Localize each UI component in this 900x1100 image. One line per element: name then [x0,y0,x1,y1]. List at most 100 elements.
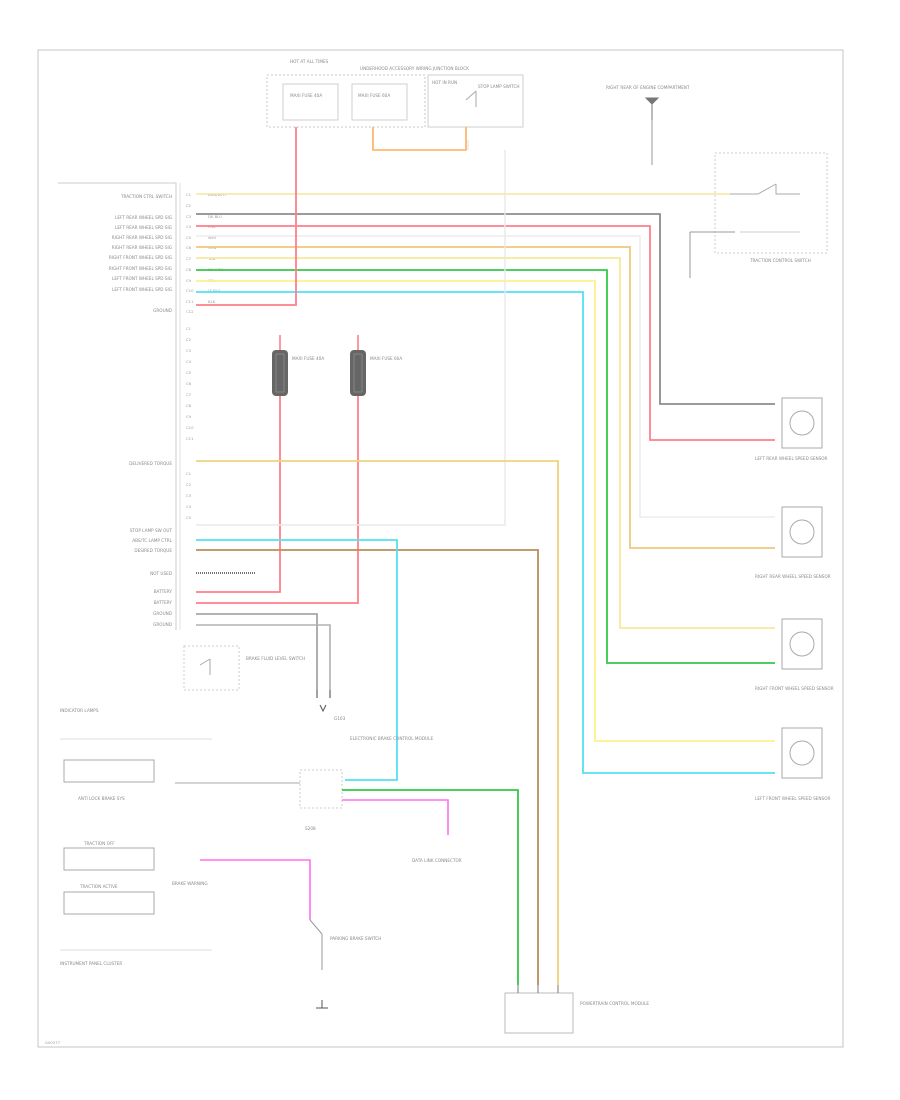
label-not-used: NOT USED [150,571,172,576]
svg-text:C2: C2 [186,482,192,487]
ground-ref-label: RIGHT REAR OF ENGINE COMPARTMENT [606,85,690,90]
pin-label-6: RIGHT FRONT WHEEL SPD SIG [109,255,172,260]
svg-text:BLK: BLK [208,299,216,304]
svg-text:S208: S208 [305,826,316,831]
svg-text:DK BLU: DK BLU [208,214,222,219]
pin-label-3: LEFT REAR WHEEL SPD SIG [115,225,172,230]
svg-text:PARKING BRAKE SWITCH: PARKING BRAKE SWITCH [330,936,381,941]
parking-brake-switch: PARKING BRAKE SWITCH [309,919,381,1009]
brake-fluid-switch: BRAKE FLUID LEVEL SWITCH [183,645,305,691]
svg-text:C10: C10 [186,288,194,293]
pin-label-8: LEFT FRONT WHEEL SPD SIG [112,276,172,281]
svg-text:LEFT REAR WHEEL SPEED SENSOR: LEFT REAR WHEEL SPEED SENSOR [755,456,828,461]
svg-text:BRAKE FLUID LEVEL SWITCH: BRAKE FLUID LEVEL SWITCH [246,656,305,661]
wire-codes-upper: BRN/WHT DK BLU PNK WHT ORN TAN DK GRN YE… [207,192,227,304]
fuse-60a-label: MAXI FUSE 60A [358,93,390,98]
svg-text:LEFT FRONT WHEEL SPEED SENSOR: LEFT FRONT WHEEL SPEED SENSOR [755,796,831,801]
pin-label-1: TRACTION CTRL SWITCH [120,194,172,199]
data-link-label: DATA LINK CONNECTOR [412,858,462,863]
svg-text:C1: C1 [186,471,192,476]
label-ground-2: GROUND [153,622,172,627]
stop-lamp-switch-label: STOP LAMP SWITCH [478,84,520,89]
wire-lr-pink [196,225,775,441]
svg-text:C10: C10 [186,425,194,430]
underhood-fuse-box: MAXI FUSE 40A MAXI FUSE 60A HOT AT ALL T… [266,59,469,128]
wire-desired-torque [196,549,539,985]
ebcm-connector [58,182,181,630]
diagram-frame [37,49,844,1048]
svg-text:WHT: WHT [208,235,218,240]
wire-battery-pink-main [196,127,297,306]
sensor-left-rear: LEFT REAR WHEEL SPEED SENSOR [755,397,828,461]
svg-text:C1: C1 [186,326,192,331]
wire-lf-yellow [196,280,775,742]
wire-rr-tan [196,246,775,549]
label-stop-lamp-out: STOP LAMP SW OUT [130,528,173,533]
pcm-block: POWERTRAIN CONTROL MODULE [504,985,649,1034]
pin-label-2: LEFT REAR WHEEL SPD SIG [115,215,172,220]
svg-text:C11: C11 [186,436,194,441]
ground-g103: G103 [316,690,346,721]
wire-magenta [342,799,449,835]
label-abs-lamp: ABS/TC LAMP CTRL [132,538,172,543]
figure-id: G00377 [45,1040,61,1045]
wire-delivered-torque [196,460,559,985]
svg-text:C9: C9 [186,278,192,283]
ebcm-lower-labels: DELIVERED TORQUE STOP LAMP SW OUT ABS/TC… [129,461,173,627]
wire-ground-2 [196,624,331,690]
svg-text:C4: C4 [186,359,192,364]
wire-orange-top [372,127,467,151]
stop-lamp-switch-block: STOP LAMP SWITCH HOT IN RUN [427,74,524,128]
svg-text:C1: C1 [186,192,192,197]
svg-text:MAXI FUSE 60A: MAXI FUSE 60A [370,356,402,361]
inline-fuse-1: MAXI FUSE 40A [272,350,324,396]
svg-text:POWERTRAIN CONTROL MODULE: POWERTRAIN CONTROL MODULE [580,1001,649,1006]
svg-text:TRACTION CONTROL SWITCH: TRACTION CONTROL SWITCH [749,258,811,263]
pin-label-4: RIGHT REAR WHEEL SPD SIG [112,235,172,240]
svg-text:RIGHT FRONT WHEEL SPEED SENSOR: RIGHT FRONT WHEEL SPEED SENSOR [755,686,834,691]
pin-label-7: RIGHT FRONT WHEEL SPD SIG [109,266,172,271]
svg-text:C3: C3 [186,493,192,498]
svg-text:C8: C8 [186,267,192,272]
svg-text:C12: C12 [186,309,194,314]
svg-text:C8: C8 [186,403,192,408]
svg-text:BRAKE WARNING: BRAKE WARNING [172,881,208,886]
ebcm-splice-block: ELECTRONIC BRAKE CONTROL MODULE S208 [299,736,433,831]
label-battery-2: BATTERY [154,600,173,605]
svg-text:C5: C5 [186,515,192,520]
wire-green-pcm [342,789,519,985]
cluster-title: INSTRUMENT PANEL CLUSTER [60,961,122,966]
ebcm-upper-labels: TRACTION CTRL SWITCH LEFT REAR WHEEL SPD… [109,194,172,313]
svg-text:C9: C9 [186,414,192,419]
wire-stop-lamp [196,140,506,526]
cluster-indicator-abs [63,794,155,818]
svg-text:C7: C7 [186,256,192,261]
svg-text:C4: C4 [186,224,192,229]
svg-text:MAXI FUSE 40A: MAXI FUSE 40A [292,356,324,361]
svg-text:C6: C6 [186,245,192,250]
hot-at-all-times-label: HOT AT ALL TIMES [290,59,329,64]
svg-text:LT BLU: LT BLU [208,288,221,293]
instrument-cluster: INDICATOR LAMPS ANTI LOCK BRAKE SYS TRAC… [60,708,212,966]
svg-text:C6: C6 [186,381,192,386]
ground-top-right: RIGHT REAR OF ENGINE COMPARTMENT [606,85,690,165]
fuse-40a-label: MAXI FUSE 40A [290,93,322,98]
svg-text:TRACTION OFF: TRACTION OFF [83,841,115,846]
svg-text:C4: C4 [186,504,192,509]
wire-lf-blue [196,291,775,774]
label-battery-1: BATTERY [154,589,173,594]
svg-text:RIGHT REAR WHEEL SPEED SENSOR: RIGHT REAR WHEEL SPEED SENSOR [755,574,831,579]
underhood-box-label: UNDERHOOD ACCESSORY WIRING JUNCTION BLOC… [360,66,469,71]
label-delivered-torque: DELIVERED TORQUE [129,461,172,466]
wire-ground-1 [196,613,318,690]
pin-numbers: C1 C2 C3 C4 C5 C6 C7 C8 C9 C10 C11 C12 C… [186,192,194,520]
sensor-left-front: LEFT FRONT WHEEL SPEED SENSOR [755,727,831,801]
wire-battery-2 [196,395,359,604]
sensor-right-rear: RIGHT REAR WHEEL SPEED SENSOR [755,506,831,579]
cluster-indicator-traction-off [63,847,155,871]
svg-text:C5: C5 [186,235,192,240]
hot-in-run-label: HOT IN RUN [432,80,457,85]
label-desired-torque: DESIRED TORQUE [134,548,172,553]
wire-rr-white [196,235,775,518]
